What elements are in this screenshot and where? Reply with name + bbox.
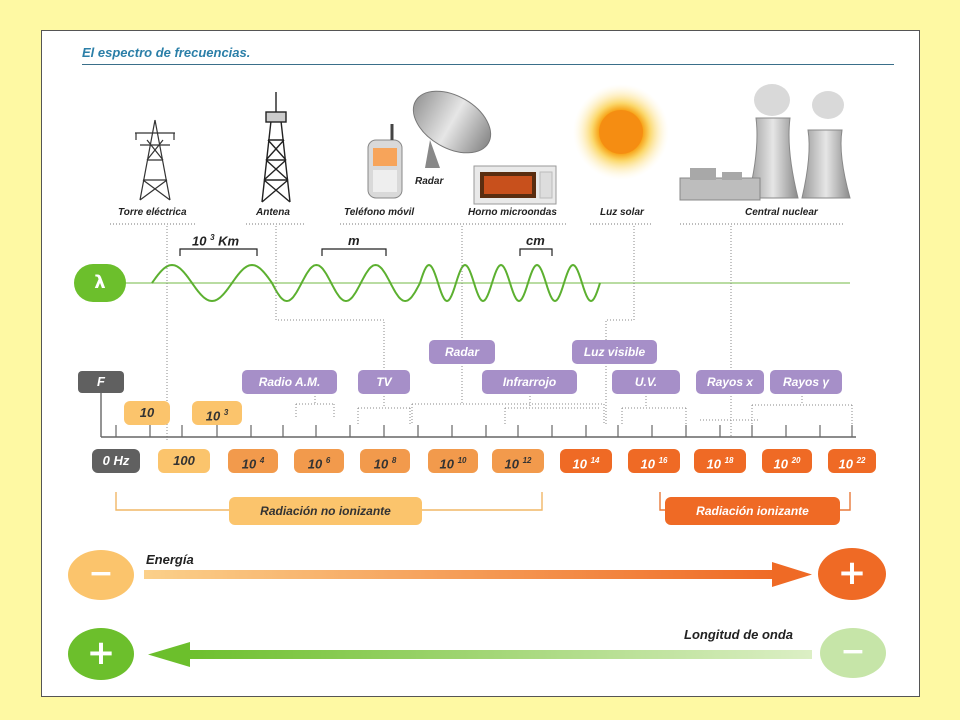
band-radio-am: Radio A.M. bbox=[242, 370, 337, 394]
energy-plus-icon: + bbox=[818, 548, 886, 600]
wavelength-plus-icon: + bbox=[68, 628, 134, 680]
source-label-microwave: Horno microondas bbox=[468, 207, 557, 218]
sun-icon bbox=[573, 84, 669, 180]
lambda-symbol: λ bbox=[74, 264, 126, 302]
energy-minus-icon: − bbox=[68, 550, 134, 600]
frequency-axis-label: F bbox=[78, 371, 124, 393]
band-infrared: Infrarrojo bbox=[482, 370, 577, 394]
freq-box-bottom-5: 10 12 bbox=[492, 449, 544, 473]
freq-box-bottom-7: 10 16 bbox=[628, 449, 680, 473]
source-label-radar: Radar bbox=[415, 176, 444, 187]
diagram-title: El espectro de frecuencias. bbox=[82, 45, 251, 60]
band-radar: Radar bbox=[429, 340, 495, 364]
freq-box-bottom-2: 10 6 bbox=[294, 449, 344, 473]
freq-box-bottom-10: 10 22 bbox=[828, 449, 876, 473]
band-uv: U.V. bbox=[612, 370, 680, 394]
radar-dish-icon bbox=[412, 90, 492, 168]
frequency-axis bbox=[100, 392, 856, 438]
band-tv: TV bbox=[358, 370, 410, 394]
frequency-ticks bbox=[115, 425, 853, 437]
source-label-power-tower: Torre eléctrica bbox=[118, 207, 187, 218]
source-label-mobile-phone: Teléfono móvil bbox=[344, 207, 415, 218]
non-ionizing-label: Radiación no ionizante bbox=[229, 497, 422, 525]
wavelength-wave bbox=[151, 263, 601, 303]
energy-arrow bbox=[144, 562, 812, 587]
band-brackets bbox=[295, 366, 853, 436]
nuclear-plant-icon bbox=[679, 84, 851, 201]
scale-label-m: m bbox=[348, 233, 360, 248]
source-label-nuclear-plant: Central nuclear bbox=[745, 207, 818, 218]
band-visible-light: Luz visible bbox=[572, 340, 657, 364]
scale-brackets bbox=[179, 248, 553, 256]
freq-box-bottom-0: 100 bbox=[158, 449, 210, 473]
mobile-phone-icon bbox=[367, 124, 403, 199]
source-label-sunlight: Luz solar bbox=[600, 207, 644, 218]
freq-box-10e3: 10 3 bbox=[192, 401, 242, 425]
scale-label-cm: cm bbox=[526, 233, 545, 248]
band-gamma-rays: Rayos γ bbox=[770, 370, 842, 394]
freq-box-bottom-3: 10 8 bbox=[360, 449, 410, 473]
freq-box-10: 10 bbox=[124, 401, 170, 425]
freq-box-bottom-6: 10 14 bbox=[560, 449, 612, 473]
freq-box-bottom-4: 10 10 bbox=[428, 449, 478, 473]
freq-box-bottom-8: 10 18 bbox=[694, 449, 746, 473]
scale-label-km: 10 3 Km bbox=[192, 233, 240, 249]
energy-label: Energía bbox=[146, 552, 194, 567]
ionizing-label: Radiación ionizante bbox=[665, 497, 840, 525]
guide-lines bbox=[166, 226, 732, 440]
title-rule bbox=[82, 64, 894, 65]
antenna-icon bbox=[261, 92, 291, 203]
freq-box-0hz: 0 Hz bbox=[92, 449, 140, 473]
wavelength-arrow bbox=[148, 642, 812, 667]
microwave-oven-icon bbox=[473, 165, 557, 205]
band-x-rays: Rayos x bbox=[696, 370, 764, 394]
freq-box-bottom-1: 10 4 bbox=[228, 449, 278, 473]
wavelength-label: Longitud de onda bbox=[684, 627, 794, 642]
power-tower-icon bbox=[135, 119, 175, 201]
wavelength-minus-icon: − bbox=[820, 628, 886, 678]
source-label-antenna: Antena bbox=[256, 207, 290, 218]
freq-box-bottom-9: 10 20 bbox=[762, 449, 812, 473]
